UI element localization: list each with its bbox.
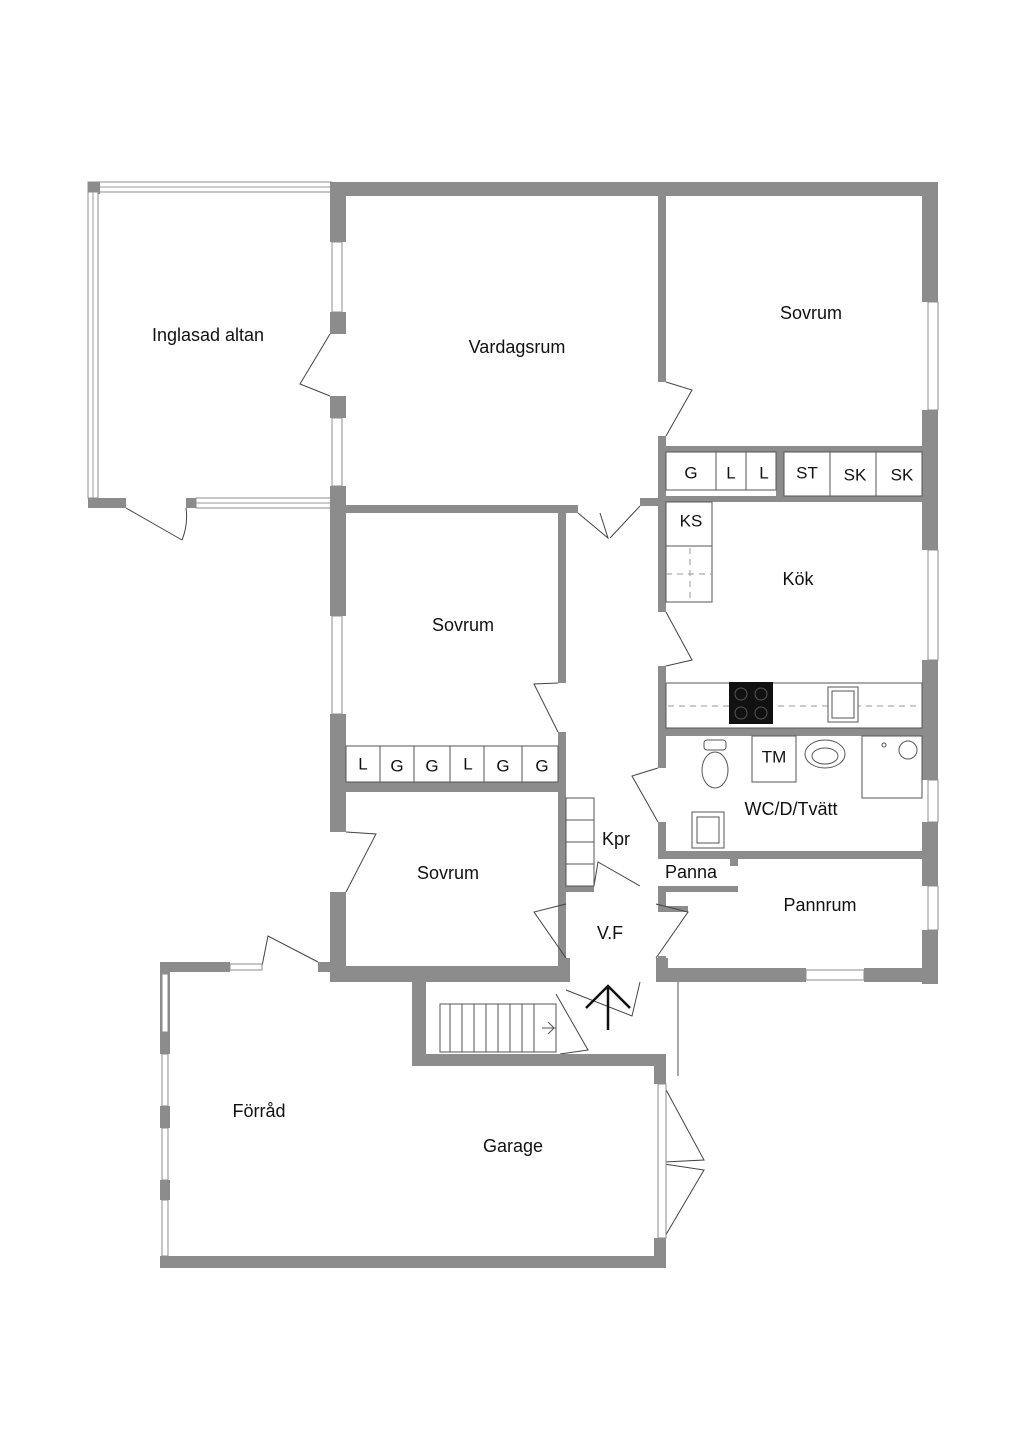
room-label-inglasad-altan: Inglasad altan [152, 325, 264, 345]
closet-label: ST [796, 463, 818, 482]
closet-label: L [463, 754, 472, 773]
room-label-kpr: Kpr [602, 829, 630, 849]
entrance-arrow-icon [585, 984, 631, 1030]
doors [261, 333, 705, 1239]
entrance-stairs [412, 982, 679, 1084]
room-label-sovrum-mid: Sovrum [432, 615, 494, 635]
closet-label: G [684, 463, 697, 482]
closets-top: G L L ST SK SK KS [665, 451, 923, 603]
closet-label: SK [844, 465, 867, 484]
closet-label: L [759, 463, 768, 482]
room-label-pannrum: Pannrum [783, 895, 856, 915]
kpr-cabinet [565, 797, 595, 887]
kitchen-counter [665, 682, 923, 729]
closet-label: G [390, 756, 403, 775]
closet-label: L [358, 754, 367, 773]
room-label-sovrum-sw: Sovrum [417, 863, 479, 883]
room-label-sovrum-ne: Sovrum [780, 303, 842, 323]
closet-label: L [726, 463, 735, 482]
closet-label: G [425, 756, 438, 775]
interior-walls [346, 196, 922, 968]
room-label-wc: WC/D/Tvätt [745, 799, 838, 819]
room-label-garage: Garage [483, 1136, 543, 1156]
room-label-vf: V.F [597, 923, 623, 943]
wc-fixtures: TM [691, 735, 923, 849]
glazed-porch [87, 181, 333, 541]
garage-walls [160, 962, 667, 1268]
closet-label: SK [891, 465, 914, 484]
closet-label: G [496, 756, 509, 775]
room-label-panna: Panna [665, 862, 718, 882]
room-labels: Inglasad altan Vardagsrum Sovrum Sovrum … [152, 303, 857, 1156]
closet-label: KS [680, 511, 703, 530]
room-label-vardagsrum: Vardagsrum [469, 337, 566, 357]
room-label-kok: Kök [782, 569, 814, 589]
closet-label: G [535, 756, 548, 775]
outer-walls [330, 182, 939, 984]
room-label-forrad: Förråd [232, 1101, 285, 1121]
closets-bedroom: L G G L G G [345, 745, 559, 783]
tm-label: TM [762, 747, 787, 766]
